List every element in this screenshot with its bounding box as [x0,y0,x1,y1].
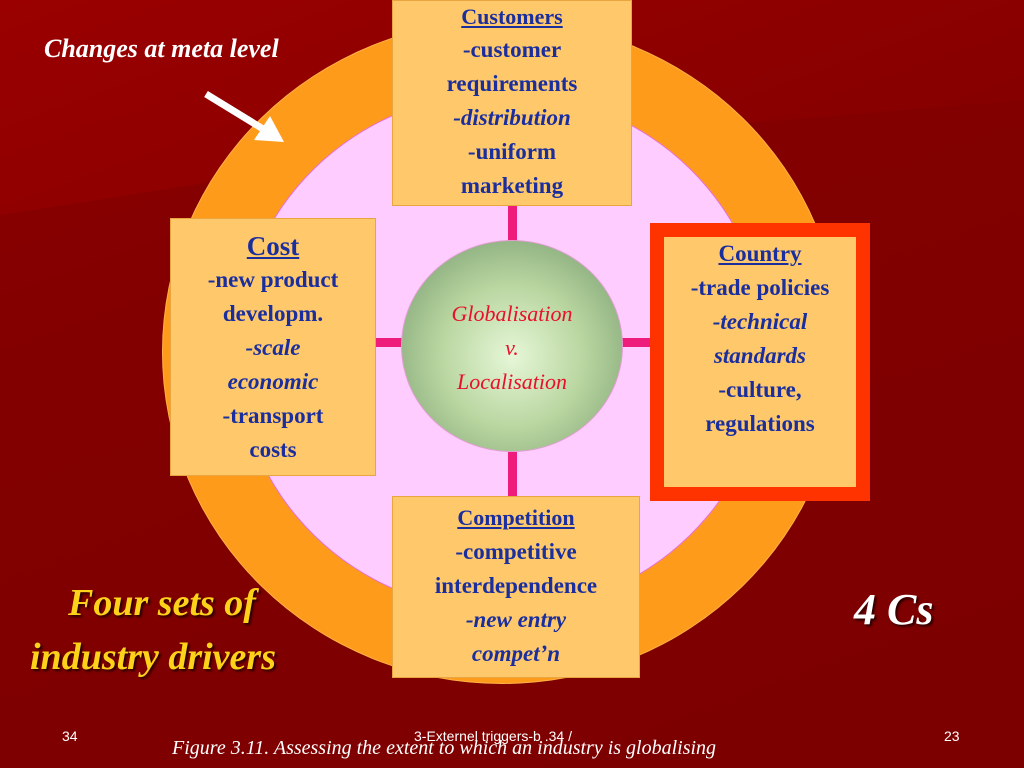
cost-line-1: -new product [207,267,339,292]
customers-heading: Customers [461,4,563,29]
country-line-1: -trade policies [690,275,830,300]
footer-center-text: 3-Externel triggers-b .34 / [414,728,572,744]
cost-line-4: economic [227,369,319,394]
customers-line-3: -distribution [453,105,571,130]
country-line-3: standards [713,343,807,368]
country-box: Country -trade policies -technical stand… [664,237,856,487]
connector-top [508,206,517,242]
country-line-2: -technical [712,309,808,334]
center-line-1: Globalisation [451,301,573,326]
customers-line-1: -customer [462,37,562,62]
competition-heading: Competition [457,505,575,530]
connector-bottom [508,452,517,496]
competition-line-2: interdependence [434,573,598,598]
footer-left-number: 34 [62,728,78,744]
competition-line-4: compet’n [471,641,561,666]
figure-caption: Figure 3.11. Assessing the extent to whi… [172,737,717,759]
footer-right-number: 23 [944,728,960,744]
center-line-2: v. [505,335,519,360]
cost-line-2: developm. [222,301,324,326]
country-line-5: regulations [705,411,815,436]
left-title-line-2: industry drivers [30,636,276,678]
connector-right [622,338,652,347]
left-title-line-1: Four sets of [68,582,256,624]
customers-line-5: marketing [460,173,564,198]
cost-line-3: -scale [245,335,301,360]
cost-heading: Cost [246,231,300,261]
meta-level-label: Changes at meta level [44,34,279,63]
cost-box: Cost -new product developm. -scale econo… [170,218,376,476]
cost-line-6: costs [249,437,297,462]
center-circle: Globalisation v. Localisation [401,240,623,452]
competition-line-1: -competitive [455,539,577,564]
customers-line-2: requirements [446,71,578,96]
country-heading: Country [718,241,802,266]
white-arrow-icon [204,91,284,142]
country-line-4: -culture, [718,377,802,402]
customers-line-4: -uniform [467,139,557,164]
left-title: Four sets of industry drivers [0,576,320,684]
center-line-3: Localisation [456,369,567,394]
competition-line-3: -new entry [465,607,567,632]
competition-box: Competition -competitive interdependence… [392,496,640,678]
customers-box: Customers -customer requirements -distri… [392,0,632,206]
four-cs-label: 4 Cs [854,585,934,634]
cost-line-5: -transport [222,403,324,428]
connector-left [376,338,402,347]
